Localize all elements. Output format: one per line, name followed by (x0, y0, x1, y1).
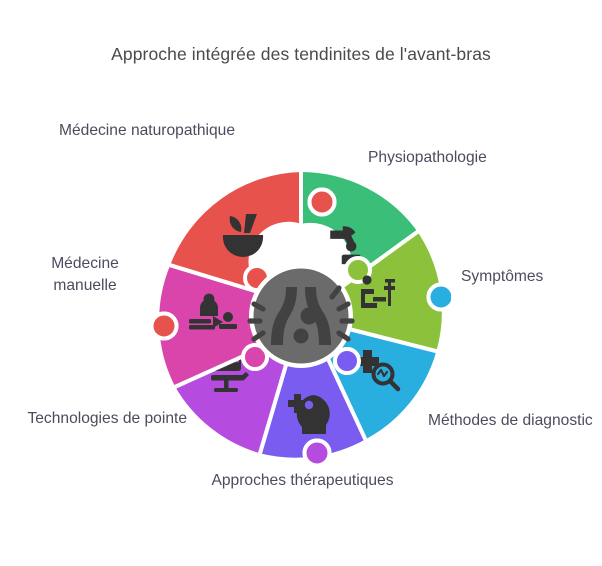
knob-manuelle-lower (241, 343, 269, 371)
person-crutches-icon (361, 275, 395, 308)
center-hub[interactable] (247, 264, 355, 368)
knob-naturo-outer-top (307, 187, 337, 217)
massage-therapy-icon (189, 293, 237, 330)
knob-therap-right (333, 347, 361, 375)
head-cross-icon (288, 394, 330, 434)
label-medecine-naturopathique[interactable]: Médecine naturopathique (59, 122, 235, 139)
cross-magnifier-icon (356, 350, 401, 392)
page-title: Approche intégrée des tendinites de l'av… (111, 44, 491, 64)
puzzle-wheel-svg (151, 167, 451, 466)
knob-diag-outer (426, 282, 451, 312)
label-technologies-de-pointe[interactable]: Technologies de pointe (27, 410, 187, 427)
mortar-pestle-icon (222, 214, 264, 258)
label-physiopathologie[interactable]: Physiopathologie (368, 149, 487, 166)
knob-naturo-outer-low (151, 311, 179, 341)
label-approches-therapeutiques[interactable]: Approches thérapeutiques (211, 472, 394, 489)
label-medecine-manuelle[interactable]: Médecine manuelle (51, 255, 119, 295)
knob-sympt-side (344, 256, 372, 284)
puzzle-wheel (151, 166, 451, 466)
knob-techno-outer (302, 438, 332, 466)
label-symptomes[interactable]: Symptômes (461, 268, 544, 285)
tendon-pain-icon (247, 285, 355, 345)
segment-medecine-naturopathique[interactable] (151, 167, 337, 341)
label-methodes-de-diagnostic[interactable]: Méthodes de diagnostic (428, 412, 593, 429)
